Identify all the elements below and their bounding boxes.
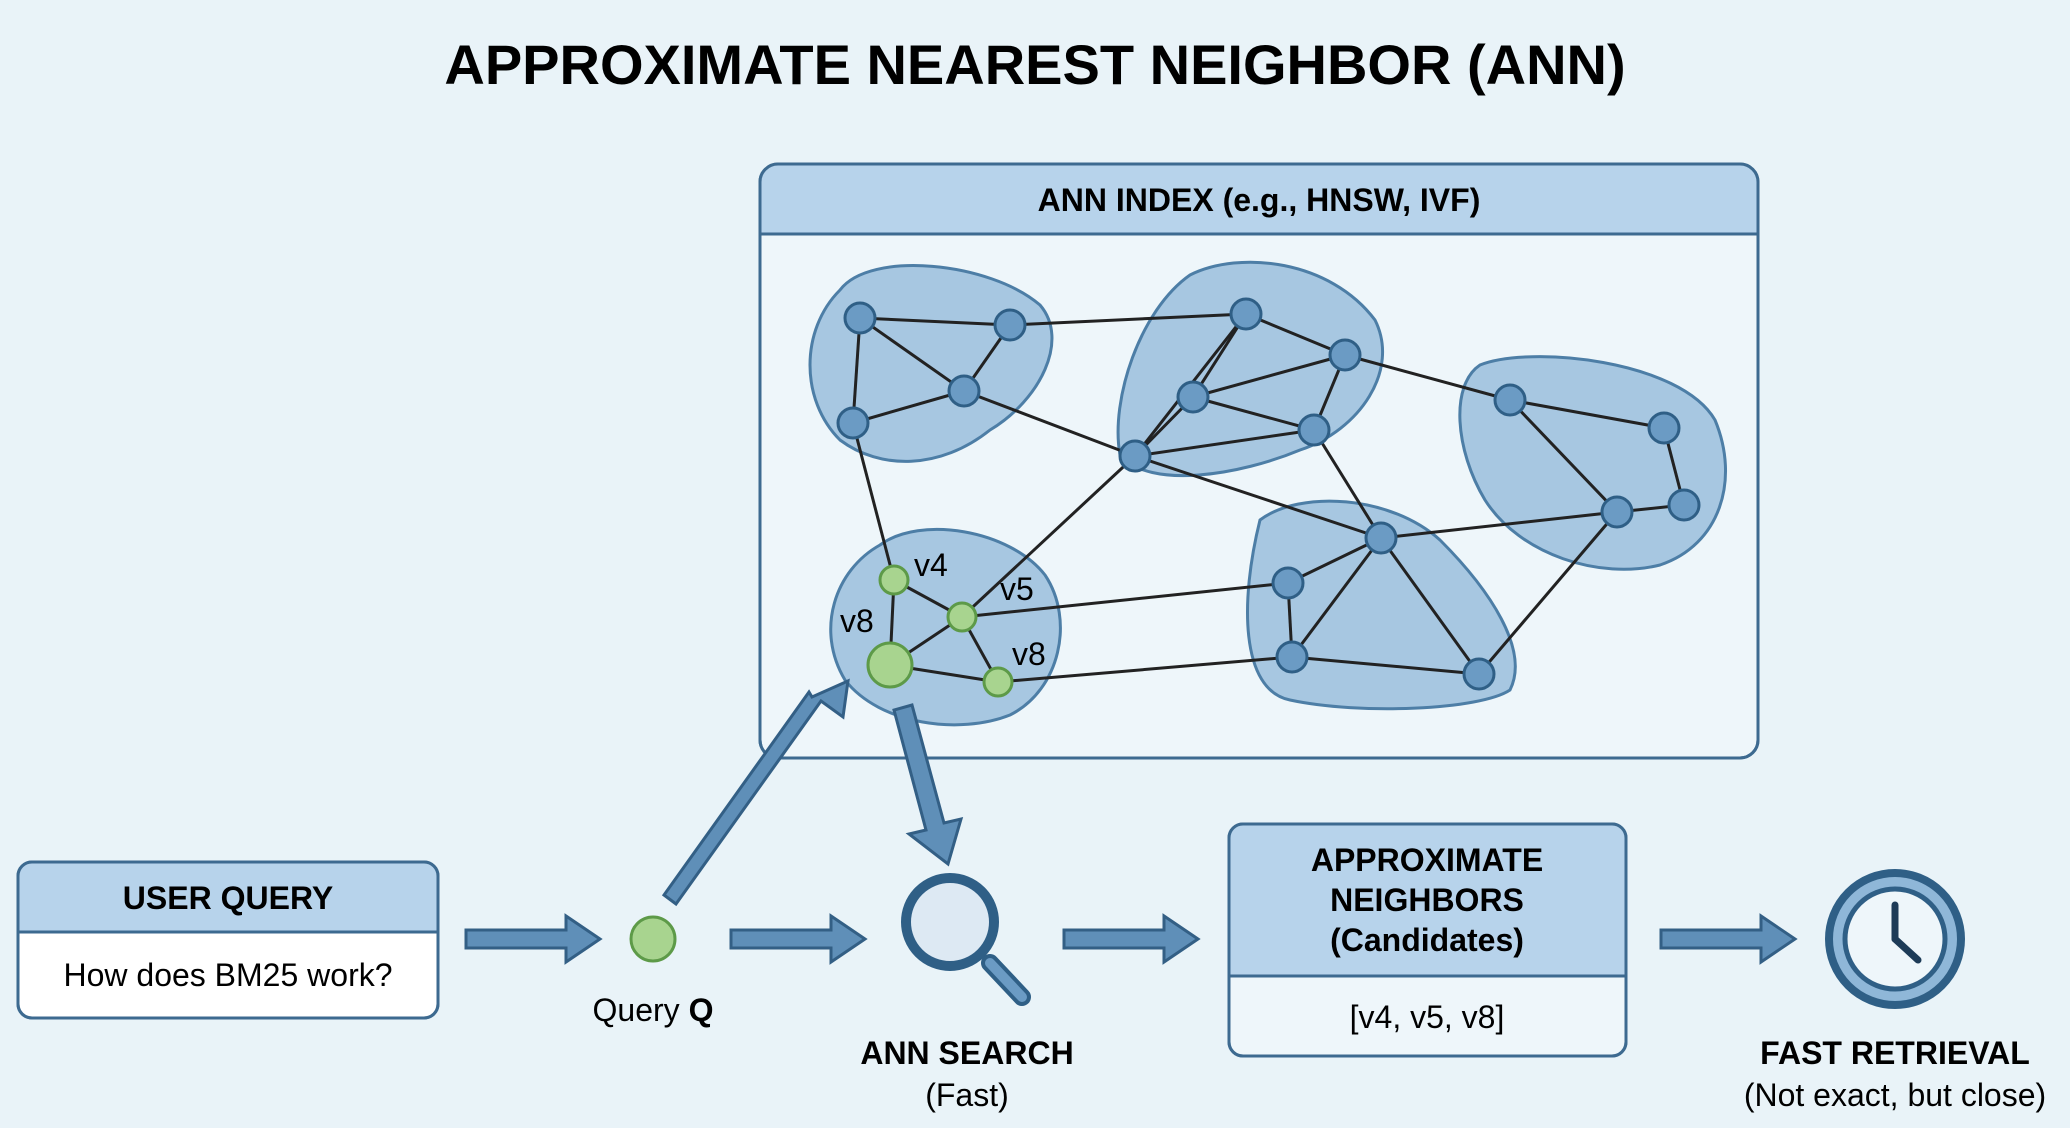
node-v8 — [982, 666, 1014, 698]
graph-node — [1297, 413, 1331, 447]
graph-node — [836, 406, 870, 440]
graph-node — [1647, 411, 1681, 445]
query-label-prefix: Query — [593, 992, 689, 1028]
user-query-header: USER QUERY — [123, 880, 333, 916]
ann-search-title: ANN SEARCH — [860, 1035, 1073, 1071]
ann-index-header: ANN INDEX (e.g., HNSW, IVF) — [1038, 182, 1481, 218]
graph-node — [1229, 297, 1263, 331]
graph-node — [843, 301, 877, 335]
neighbors-values: [v4, v5, v8] — [1350, 999, 1505, 1035]
user-query-text: How does BM25 work? — [63, 957, 392, 993]
graph-node — [1176, 380, 1210, 414]
graph-nodes — [836, 297, 1701, 698]
graph-node — [1600, 495, 1634, 529]
arrow-search-to-neighbors — [1062, 913, 1201, 965]
graph-node — [1667, 488, 1701, 522]
arrow-index-to-search — [892, 703, 964, 867]
graph-node — [1493, 383, 1527, 417]
node-v8-large — [866, 641, 914, 689]
neighbors-header-line1: APPROXIMATE — [1311, 842, 1543, 878]
neighbors-header-line3: (Candidates) — [1330, 922, 1524, 958]
graph-node — [1271, 566, 1305, 600]
label-v4: v4 — [914, 547, 948, 583]
cluster-right — [1458, 355, 1727, 571]
graph-node — [947, 374, 981, 408]
graph-node — [1462, 657, 1496, 691]
query-label-bold: Q — [689, 992, 714, 1028]
arrow-neighbors-to-retrieval — [1659, 913, 1798, 965]
graph-node — [1275, 640, 1309, 674]
graph-node — [1328, 338, 1362, 372]
label-v8-right: v8 — [1012, 636, 1046, 672]
fast-retrieval-subtitle: (Not exact, but close) — [1744, 1077, 2046, 1113]
label-v5: v5 — [1000, 571, 1034, 607]
node-v5 — [946, 601, 978, 633]
arrow-query-to-index — [661, 678, 850, 907]
label-v8-left: v8 — [840, 603, 874, 639]
neighbors-header-line2: NEIGHBORS — [1330, 882, 1524, 918]
arrow-query-to-search — [729, 913, 868, 965]
ann-search-subtitle: (Fast) — [925, 1077, 1009, 1113]
cluster-bottom-right — [1246, 499, 1517, 711]
page-title: APPROXIMATE NEAREST NEIGHBOR (ANN) — [444, 33, 1625, 96]
fast-retrieval-title: FAST RETRIEVAL — [1760, 1035, 2030, 1071]
arrow-user-to-query — [464, 913, 603, 965]
neighbors-box: APPROXIMATE NEIGHBORS (Candidates) [v4, … — [1227, 822, 1628, 1058]
user-query-box: USER QUERY How does BM25 work? — [16, 860, 440, 1020]
query-point — [629, 915, 677, 963]
node-v4 — [878, 564, 910, 596]
graph-node — [1118, 439, 1152, 473]
graph-node — [993, 308, 1027, 342]
clock-icon — [1825, 869, 1965, 1009]
magnifier-icon — [901, 873, 1031, 1006]
query-label: Query Q — [593, 992, 714, 1028]
graph-node — [1364, 521, 1398, 555]
